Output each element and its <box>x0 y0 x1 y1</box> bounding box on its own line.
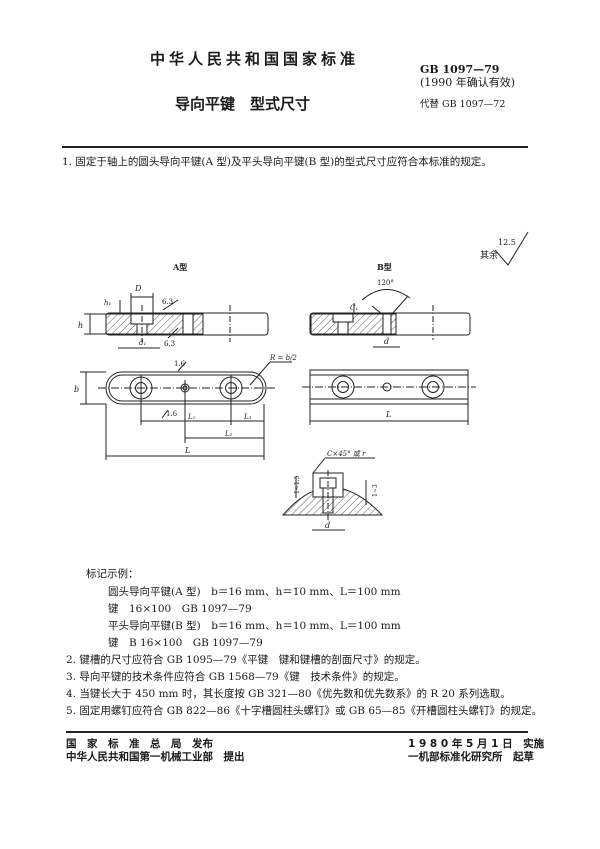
clause-5: 5. 固定用螺钉应符合 GB 822—86《十字槽圆柱头螺钉》或 GB 65—8… <box>66 705 543 717</box>
footer-issuer: 国 家 标 准 总 局 发布 <box>66 738 213 750</box>
marking-heading: 标记示例： <box>86 568 139 580</box>
marking-line: 平头导向平键(B 型) b＝16 mm、h＝10 mm、L＝100 mm <box>108 620 401 632</box>
dim-L1: L₁ <box>187 413 196 421</box>
dim-detail-d: d <box>325 521 330 530</box>
dim-h: h <box>78 321 83 330</box>
clause-1: 1. 固定于轴上的圆头导向平键(A 型)及平头导向平键(B 型)的型式尺寸应符合… <box>62 156 492 168</box>
dim-angle: 120° <box>377 279 394 287</box>
dim-D: D <box>134 284 142 293</box>
replaces-note: 代替 GB 1097—72 <box>420 99 506 110</box>
type-b-side-view <box>309 289 471 348</box>
dim-C1: C₁ <box>350 304 358 312</box>
type-a-label: A型 <box>172 262 187 272</box>
dim-L: L <box>184 446 190 455</box>
header-divider <box>62 146 528 148</box>
roughness-1.6-bottom: 1.6 <box>166 410 178 418</box>
dim-h1: h₁ <box>104 299 112 307</box>
footer-divider <box>66 731 528 733</box>
marking-line: 键 16×100 GB 1097—79 <box>108 603 252 615</box>
marking-line: 圆头导向平键(A 型) b＝16 mm、h＝10 mm、L＝100 mm <box>108 586 401 598</box>
dim-detail-left: 1~1.5 <box>294 475 301 494</box>
type-b-top-view <box>302 369 476 425</box>
roughness-rest-label: 其余 <box>480 249 498 261</box>
dim-detail-right: 1~3 <box>372 484 379 497</box>
footer-effective-date: 1 9 8 0 年 5 月 1 日 实施 <box>408 738 545 750</box>
footer-drafter: 一机部标准化研究所 起草 <box>408 751 534 763</box>
dim-chamfer: C×45° 或 r <box>327 450 366 458</box>
dim-R: R = b/2 <box>269 354 297 362</box>
national-standard-heading: 中华人民共和国国家标准 <box>150 50 360 68</box>
dim-d: d <box>384 337 389 346</box>
clause-2: 2. 键槽的尺寸应符合 GB 1095—79《平键 键和键槽的剖面尺寸》的规定。 <box>66 654 426 666</box>
roughness-rest-value: 12.5 <box>498 238 516 247</box>
type-b-label: B型 <box>377 262 392 272</box>
roughness-6.3-bottom: 6.3 <box>164 340 175 348</box>
roughness-symbol-icon <box>494 231 529 266</box>
roughness-6.3-top: 6.3 <box>162 298 173 306</box>
dim-d1: d₁ <box>139 339 146 347</box>
screw-detail-view <box>281 457 384 531</box>
dim-L-b: L <box>385 410 391 419</box>
clause-3: 3. 导向平键的技术条件应符合 GB 1568—79《键 技术条件》的规定。 <box>66 671 405 683</box>
clause-4: 4. 当键长大于 450 mm 时，其长度按 GB 321—80《优先数和优先数… <box>66 688 511 700</box>
standard-number: GB 1097—79 <box>420 63 500 76</box>
type-a-side-view <box>84 293 269 349</box>
reconfirmed-note: (1990 年确认有效) <box>420 76 516 89</box>
dim-b: b <box>74 385 79 394</box>
marking-line: 键 B 16×100 GB 1097—79 <box>108 637 263 649</box>
footer-proposer: 中华人民共和国第一机械工业部 提出 <box>66 751 245 763</box>
type-a-top-view <box>80 361 292 460</box>
document-title: 导向平键 型式尺寸 <box>175 95 311 113</box>
roughness-1.6-top: 1.6 <box>174 360 186 368</box>
dim-L2: L₂ <box>224 430 233 438</box>
dim-L3: L₃ <box>243 413 252 421</box>
